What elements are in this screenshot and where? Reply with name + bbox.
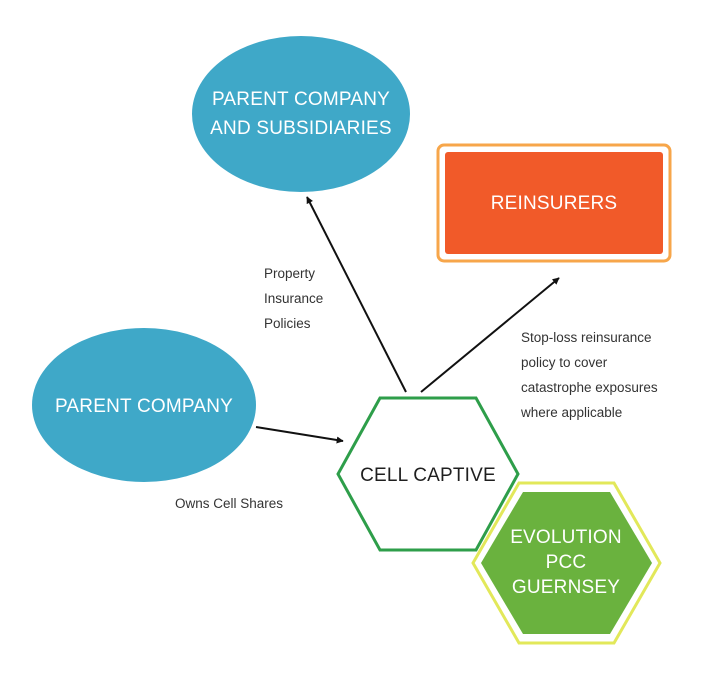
node-parent-subsidiaries: PARENT COMPANY AND SUBSIDIARIES	[192, 36, 410, 192]
node-parent-company-label: PARENT COMPANY	[55, 396, 233, 417]
edge-label-stoploss: Stop-loss reinsurance policy to cover ca…	[520, 330, 658, 420]
node-evolution-pcc-label-3: GUERNSEY	[512, 577, 620, 598]
edge-label-property-line-2: Insurance	[264, 291, 323, 306]
node-parent-subsidiaries-label-2: AND SUBSIDIARIES	[210, 118, 392, 139]
node-cell-captive: CELL CAPTIVE	[336, 396, 520, 552]
edge-label-property-line-3: Policies	[264, 316, 311, 331]
edge-label-property: Property Insurance Policies	[264, 266, 323, 331]
edge-label-stoploss-line-4: where applicable	[520, 405, 622, 420]
node-cell-captive-shape	[336, 396, 520, 552]
node-reinsurers: REINSURERS	[436, 143, 672, 263]
node-reinsurers-label: REINSURERS	[491, 193, 618, 214]
node-cell-captive-label: CELL CAPTIVE	[360, 465, 496, 486]
edge-label-stoploss-line-2: policy to cover	[521, 355, 608, 370]
node-parent-subsidiaries-shape	[192, 36, 410, 192]
arrow-cell-to-reinsurers	[420, 277, 560, 393]
node-evolution-pcc: EVOLUTION PCC GUERNSEY	[471, 481, 662, 645]
edge-label-stoploss-line-1: Stop-loss reinsurance	[521, 330, 652, 345]
arrow-cell-to-parent-subsidiaries	[306, 196, 407, 393]
node-parent-company-shape	[32, 328, 256, 482]
node-parent-company: PARENT COMPANY	[32, 328, 256, 482]
node-parent-subsidiaries-label-1: PARENT COMPANY	[212, 89, 390, 110]
edge-label-owns: Owns Cell Shares	[175, 496, 283, 511]
node-reinsurers-shape	[445, 152, 663, 254]
node-evolution-pcc-shape	[481, 492, 652, 634]
node-reinsurers-border	[436, 143, 672, 263]
node-evolution-pcc-label-2: PCC	[546, 552, 587, 573]
node-evolution-pcc-label-1: EVOLUTION	[510, 527, 622, 548]
edge-label-property-line-1: Property	[264, 266, 315, 281]
arrow-parent-to-cell	[255, 426, 344, 444]
edge-label-stoploss-line-3: catastrophe exposures	[521, 380, 658, 395]
